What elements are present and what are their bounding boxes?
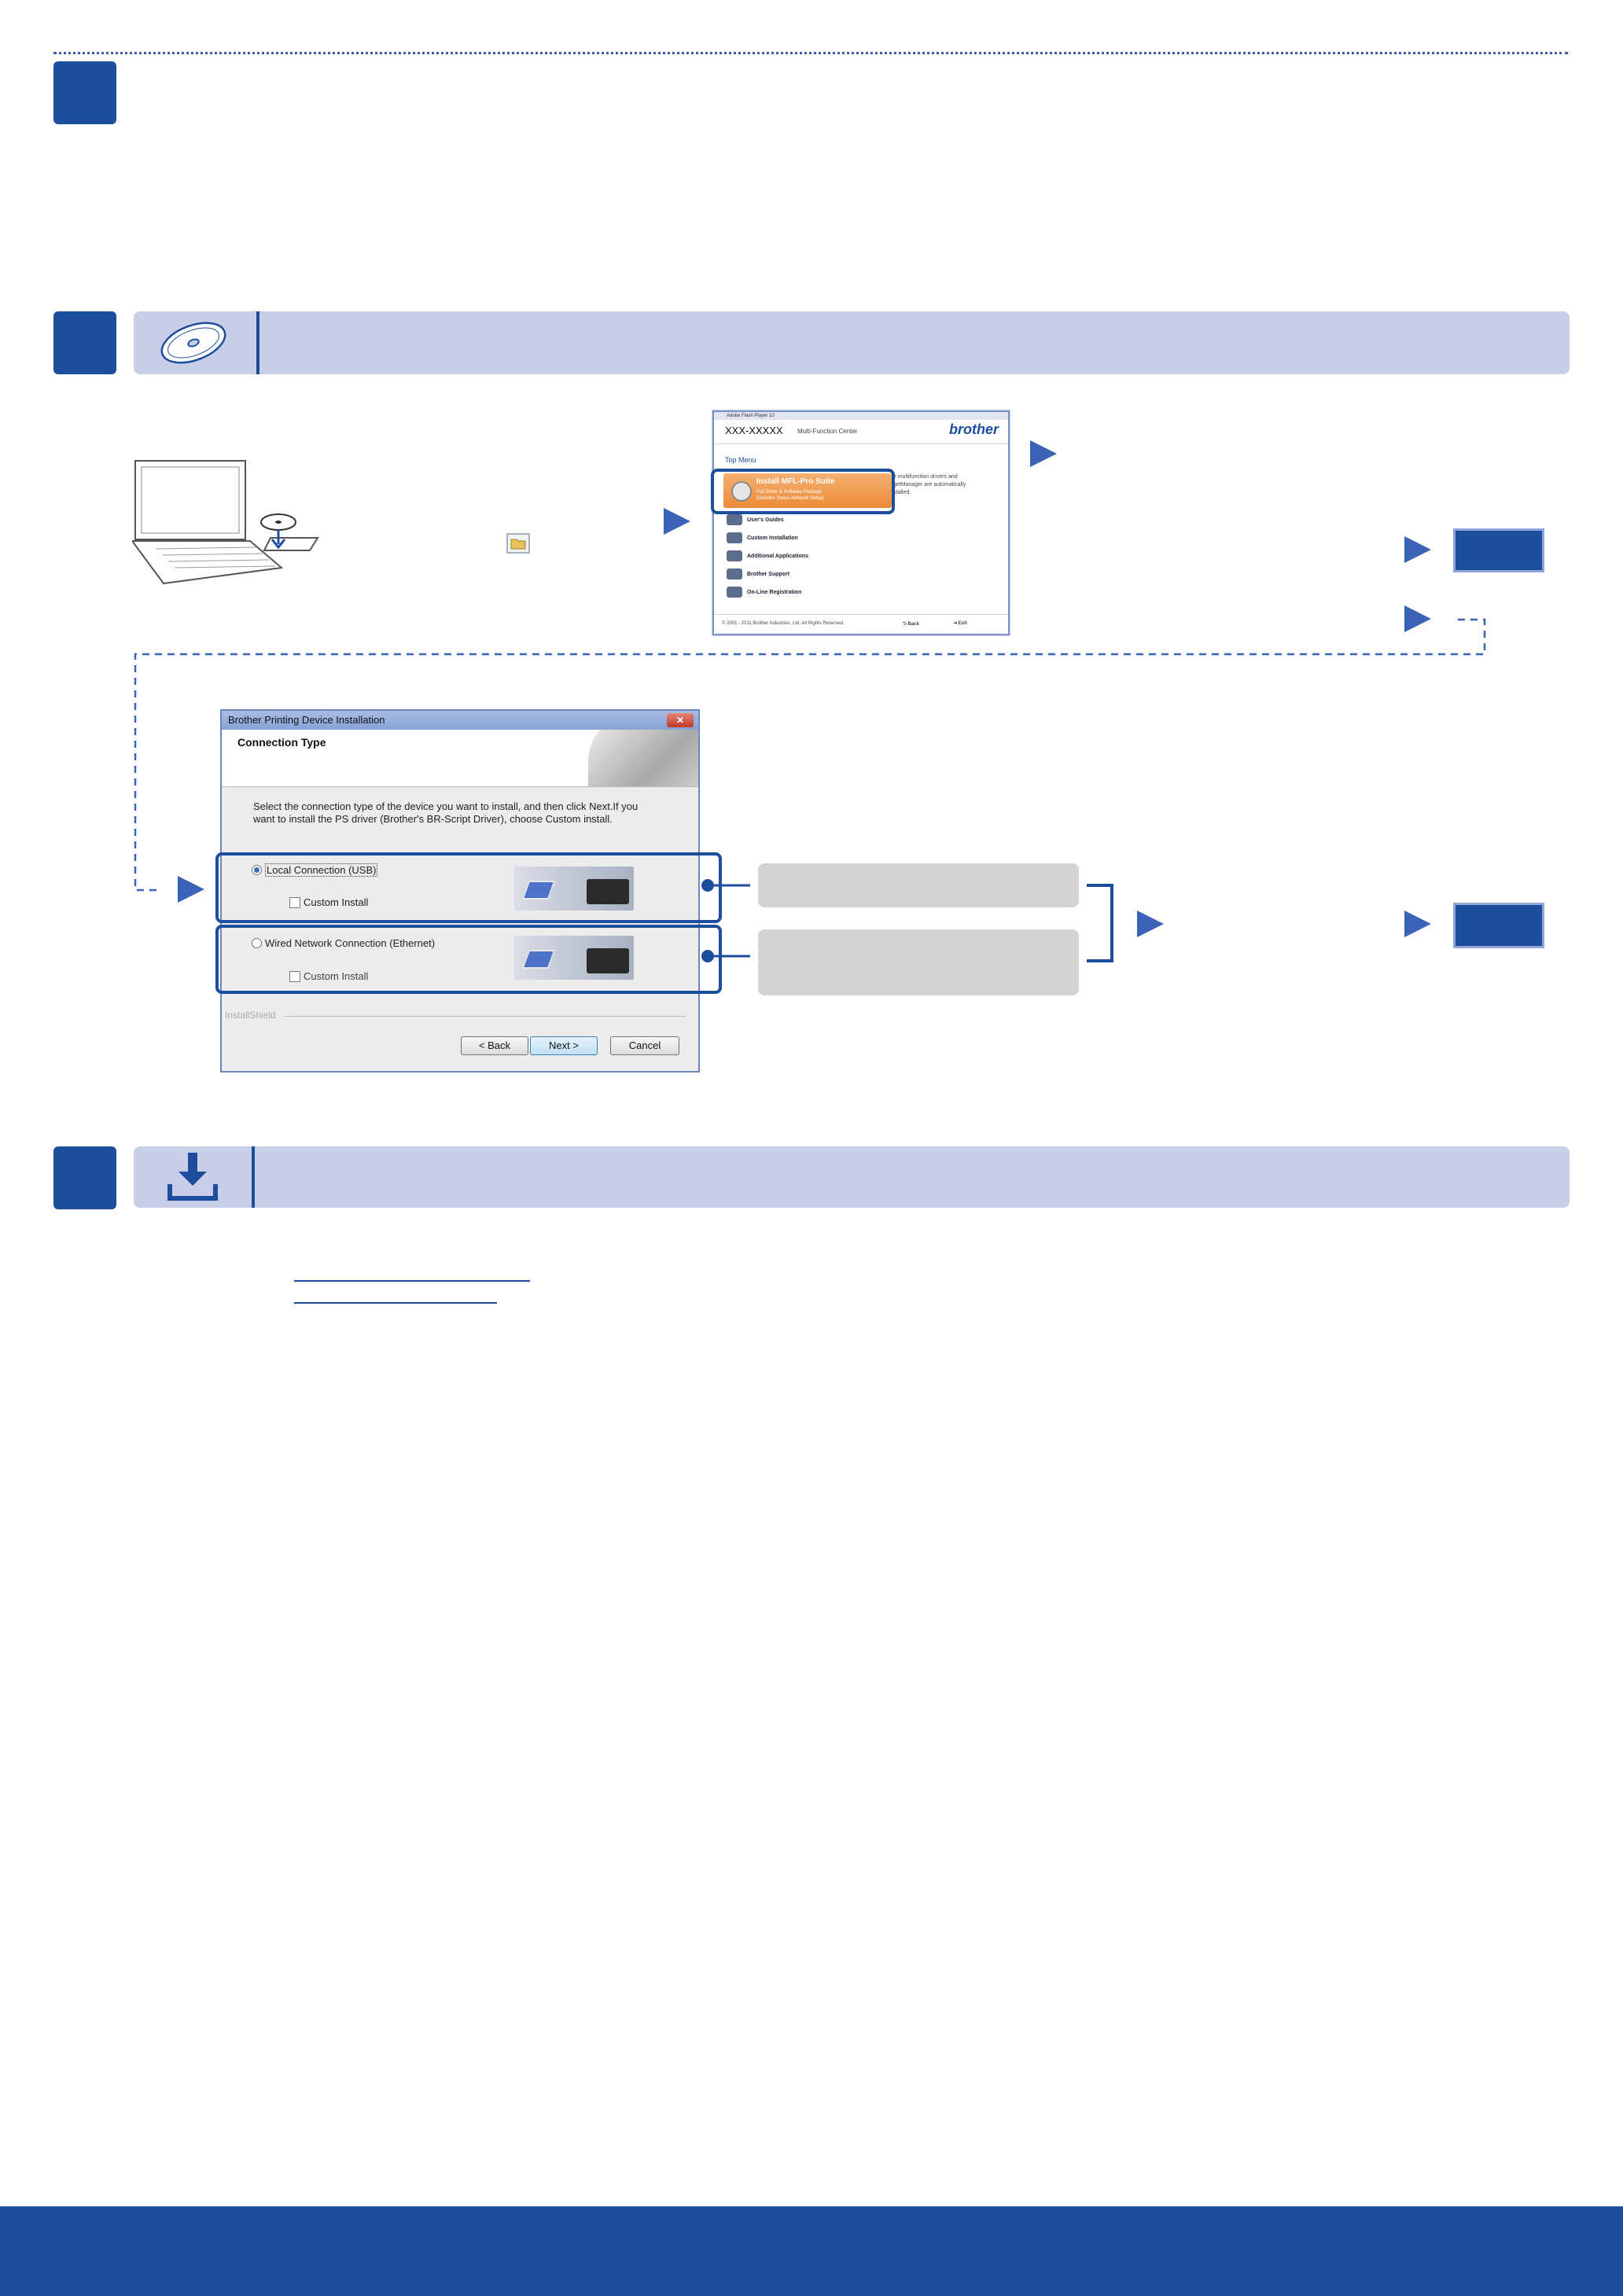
link-underline-1[interactable] bbox=[294, 1280, 530, 1282]
back-link[interactable]: ⮌ Back bbox=[903, 622, 919, 627]
step-1-badge bbox=[53, 61, 116, 124]
usb-info-box bbox=[758, 863, 1079, 907]
arrow-right-2 bbox=[1404, 536, 1431, 563]
page-curl-graphic bbox=[588, 730, 698, 786]
install-cd-icon bbox=[731, 481, 752, 502]
step-2-header-band bbox=[134, 311, 1570, 374]
arrow-right-3 bbox=[1404, 605, 1431, 632]
install-description: e multifunction drivers and getManager a… bbox=[893, 474, 966, 495]
window-subtitle: Multi-Function Center bbox=[797, 428, 858, 435]
arrow-right-4 bbox=[1137, 911, 1164, 937]
usb-connection-image bbox=[514, 867, 634, 911]
usb-connection-radio[interactable]: Local Connection (USB) bbox=[252, 863, 378, 877]
brother-multifunction-center-screenshot: Adobe Flash Player 10 XXX-XXXXX Multi-Fu… bbox=[712, 410, 1010, 635]
option-connectors bbox=[698, 865, 1115, 975]
exit-link[interactable]: ⇥ Exit bbox=[953, 621, 967, 626]
step-3-header-band bbox=[134, 1146, 1570, 1208]
arrow-right-5 bbox=[1404, 911, 1431, 937]
top-menu-label: Top Menu bbox=[725, 456, 756, 464]
ethernet-connection-radio[interactable]: Wired Network Connection (Ethernet) bbox=[252, 937, 435, 949]
ethernet-info-box bbox=[758, 929, 1079, 995]
applications-icon bbox=[727, 550, 742, 561]
window-title-bar: Adobe Flash Player 10 bbox=[714, 412, 1008, 420]
support-icon bbox=[727, 568, 742, 580]
installshield-divider bbox=[285, 1016, 686, 1017]
radio-selected bbox=[252, 865, 262, 875]
cd-disc-icon bbox=[157, 318, 230, 368]
install-item-highlight bbox=[711, 469, 895, 514]
next-step-badge-1 bbox=[1453, 528, 1544, 572]
menu-item-additional-applications[interactable]: Additional Applications bbox=[727, 550, 808, 561]
footer-bar bbox=[0, 2206, 1623, 2296]
arrow-to-dialog bbox=[178, 876, 204, 903]
next-step-badge-2 bbox=[1453, 903, 1544, 948]
arrow-right-1 bbox=[1030, 440, 1057, 467]
install-mfl-pro-suite-button[interactable]: Install MFL-Pro Suite Full Driver & Soft… bbox=[723, 473, 892, 508]
install-subtitle: Full Driver & Software Package (includes… bbox=[756, 490, 824, 501]
dialog-title: Brother Printing Device Installation bbox=[228, 714, 385, 726]
dialog-header-title: Connection Type bbox=[237, 736, 326, 749]
band-2-divider bbox=[256, 311, 259, 374]
dialog-header: Connection Type bbox=[222, 730, 698, 787]
checkbox bbox=[289, 896, 300, 908]
copyright-text: © 2001 - 2011 Brother Industries, Ltd. A… bbox=[722, 621, 845, 626]
radio-unselected bbox=[252, 938, 262, 948]
cancel-button[interactable]: Cancel bbox=[610, 1036, 679, 1055]
ethernet-custom-install-checkbox[interactable]: Custom Install bbox=[289, 970, 368, 982]
menu-item-brother-support[interactable]: Brother Support bbox=[727, 568, 789, 580]
usb-option-highlight bbox=[215, 852, 722, 923]
menu-item-custom-installation[interactable]: Custom Installation bbox=[727, 532, 798, 543]
step-2-badge bbox=[53, 311, 116, 374]
menu-item-online-registration[interactable]: On-Line Registration bbox=[727, 587, 801, 598]
gear-icon bbox=[727, 532, 742, 543]
download-icon bbox=[165, 1150, 220, 1205]
link-underline-2[interactable] bbox=[294, 1302, 497, 1304]
laptop-cd-illustration bbox=[131, 456, 321, 590]
dialog-title-bar: Brother Printing Device Installation ✕ bbox=[222, 711, 698, 730]
back-button[interactable]: < Back bbox=[461, 1036, 528, 1055]
ethernet-connection-image bbox=[514, 936, 634, 980]
top-dotted-divider bbox=[53, 52, 1568, 54]
dialog-instructions: Select the connection type of the device… bbox=[253, 800, 639, 825]
install-title: Install MFL-Pro Suite bbox=[756, 477, 835, 486]
usb-custom-install-checkbox[interactable]: Custom Install bbox=[289, 896, 368, 908]
folder-icon bbox=[506, 533, 530, 554]
next-button[interactable]: Next > bbox=[530, 1036, 598, 1055]
dashed-connector bbox=[126, 613, 1494, 896]
window-header: XXX-XXXXX Multi-Function Center brother bbox=[714, 420, 1008, 444]
registration-icon bbox=[727, 587, 742, 598]
book-icon bbox=[727, 514, 742, 525]
window-footer: © 2001 - 2011 Brother Industries, Ltd. A… bbox=[714, 614, 1008, 634]
installshield-label: InstallShield bbox=[225, 1010, 276, 1021]
checkbox bbox=[289, 970, 300, 982]
arrow-to-installer-window bbox=[664, 508, 690, 535]
connection-type-dialog-screenshot: Brother Printing Device Installation ✕ C… bbox=[220, 709, 700, 1073]
close-icon[interactable]: ✕ bbox=[667, 713, 694, 727]
model-name: XXX-XXXXX bbox=[725, 425, 783, 436]
band-3-divider bbox=[252, 1146, 255, 1208]
ethernet-option-highlight bbox=[215, 925, 722, 994]
menu-item-users-guides[interactable]: User's Guides bbox=[727, 514, 784, 525]
step-3-badge bbox=[53, 1146, 116, 1209]
brother-logo: brother bbox=[949, 421, 999, 437]
